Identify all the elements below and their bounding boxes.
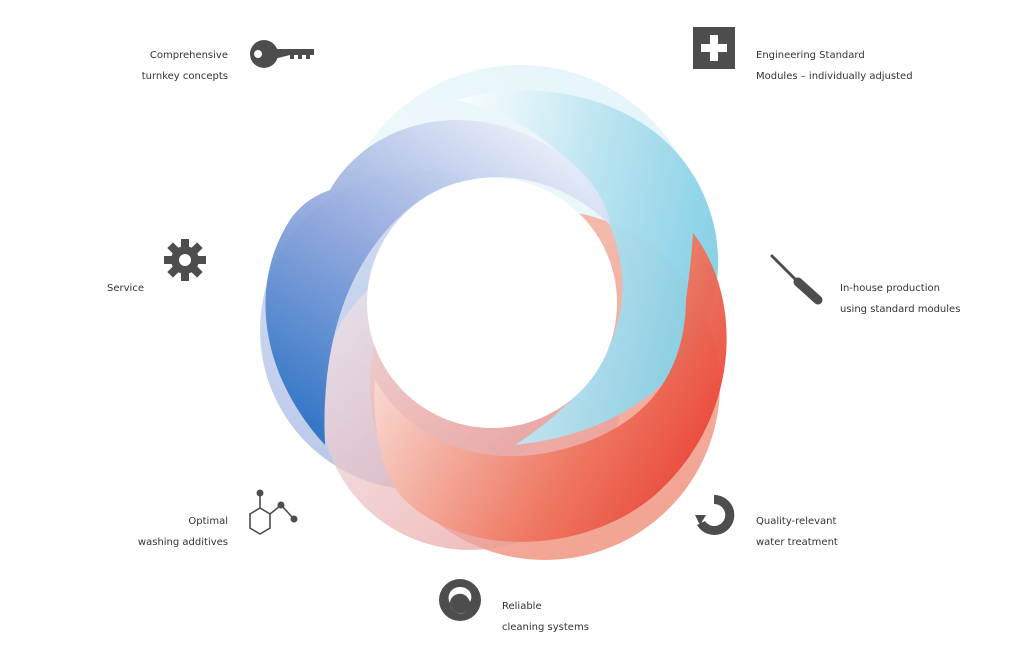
label-engineering-line-2: Modules – individually adjusted: [756, 71, 913, 82]
ring-swirl-blue: [265, 120, 610, 445]
label-production: In-house production using standard modul…: [840, 278, 960, 320]
label-engineering-line-1: Engineering Standard: [756, 50, 865, 61]
label-cleaning-line-2: cleaning systems: [502, 622, 589, 633]
key-icon: [250, 40, 314, 68]
screwdriver-icon: [770, 254, 823, 305]
label-cleaning: Reliable cleaning systems: [502, 596, 589, 638]
label-service: Service: [107, 278, 144, 299]
plus-square-icon: [693, 27, 735, 69]
ring-swirl-light-blue: [455, 90, 719, 446]
label-turnkey: Comprehensive turnkey concepts: [142, 45, 228, 87]
ring-center: [367, 178, 617, 428]
cleaning-cycle-icon: [439, 579, 481, 621]
label-service-line-1: Service: [107, 283, 144, 294]
label-production-line-1: In-house production: [840, 283, 940, 294]
gear-icon: [164, 239, 206, 281]
label-water-line-2: water treatment: [756, 537, 838, 548]
label-additives: Optimal washing additives: [138, 511, 228, 553]
label-turnkey-line-1: Comprehensive: [149, 50, 228, 61]
ring-swirl-red: [374, 233, 727, 542]
circular-arrow-icon: [695, 494, 735, 535]
label-production-line-2: using standard modules: [840, 304, 961, 315]
label-turnkey-line-2: turnkey concepts: [141, 71, 228, 82]
label-engineering: Engineering Standard Modules – individua…: [756, 45, 913, 87]
label-water-line-1: Quality-relevant: [756, 516, 837, 527]
molecule-icon: [249, 489, 298, 535]
label-additives-line-2: washing additives: [137, 537, 228, 548]
label-additives-line-1: Optimal: [188, 516, 228, 527]
label-water: Quality-relevant water treatment: [756, 511, 838, 553]
label-cleaning-line-1: Reliable: [502, 601, 542, 612]
